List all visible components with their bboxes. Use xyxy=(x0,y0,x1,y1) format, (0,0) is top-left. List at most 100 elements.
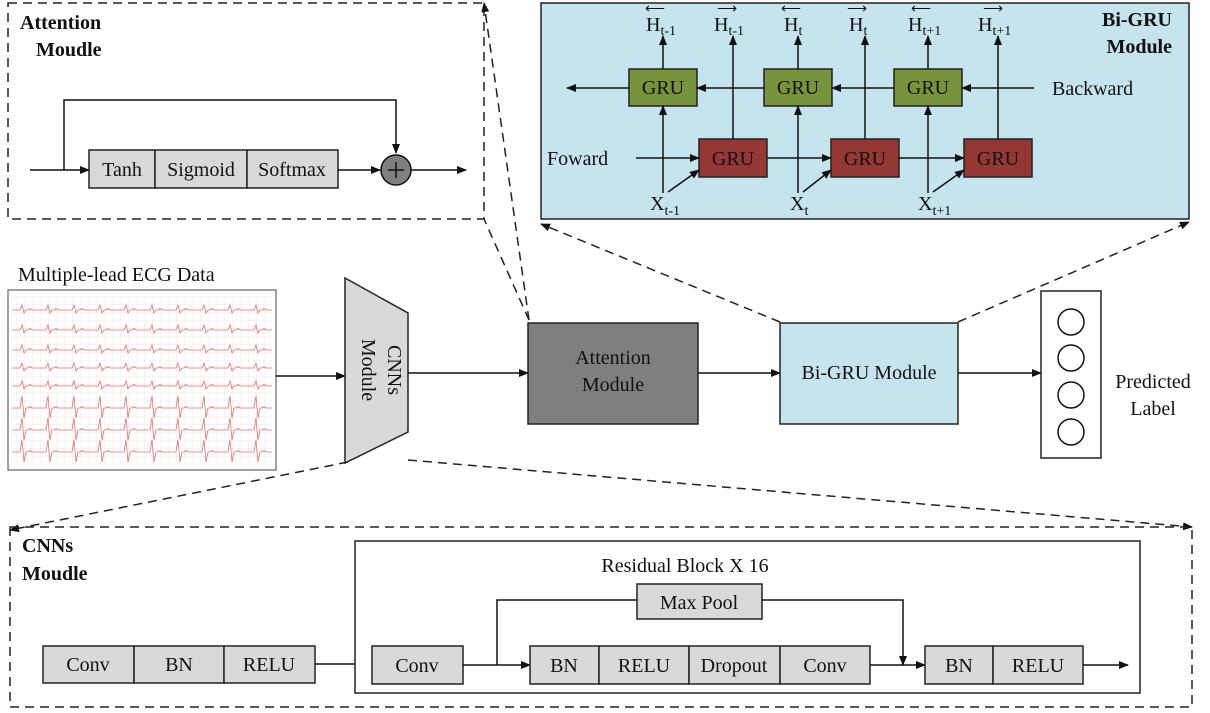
cnn-module-label-line1: CNNs xyxy=(383,345,405,395)
res-bn-label: BN xyxy=(550,655,578,677)
h-label-5: Ht+1 xyxy=(908,14,941,39)
ecg-trace-row xyxy=(12,417,272,441)
h-label-2: Ht-1 xyxy=(714,14,744,39)
forward-gru-row: GRU GRU GRU xyxy=(698,138,1033,178)
stem-relu-label: RELU xyxy=(243,654,296,676)
x-base-2: X xyxy=(790,193,805,215)
attention-zoom-line-left xyxy=(483,218,530,321)
h-base-5: H xyxy=(908,14,922,36)
input-labels: Xt-1 Xt Xt+1 xyxy=(650,193,951,219)
gru-forward-3 xyxy=(963,138,1033,178)
h-label-6: Ht+1 xyxy=(978,14,1011,39)
ecg-trace-row xyxy=(12,395,272,419)
output-node-3 xyxy=(1057,381,1085,409)
x-label-2: Xt xyxy=(790,193,808,219)
h-label-3: Ht xyxy=(784,14,802,39)
bigru-module-label: Bi-GRU Module xyxy=(802,362,937,384)
input1-to-forward xyxy=(667,169,700,193)
h-arrow-3: ⟵ xyxy=(781,2,801,17)
h-sub-1: t-1 xyxy=(660,24,676,39)
tail-bn-box xyxy=(924,645,994,685)
h-arrow-1: ⟵ xyxy=(645,2,665,17)
predicted-label-line2: Label xyxy=(1130,398,1176,420)
gru-backward-1-label: GRU xyxy=(642,77,685,99)
h-base-3: H xyxy=(784,14,798,36)
res-relu-label: RELU xyxy=(618,655,671,677)
attention-module-label-line2: Module xyxy=(582,374,644,396)
h-base-2: H xyxy=(714,14,728,36)
attention-panel-frame xyxy=(7,2,485,220)
predicted-label-line1: Predicted xyxy=(1115,371,1191,393)
bigru-module-box xyxy=(779,322,959,425)
output-node-2 xyxy=(1057,344,1085,372)
h-base-6: H xyxy=(978,14,992,36)
input2-to-forward xyxy=(802,169,832,193)
h-sub-3: t xyxy=(798,24,802,39)
gru-backward-2-label: GRU xyxy=(777,77,820,99)
ecg-trace-row xyxy=(12,379,272,390)
tail-relu-label: RELU xyxy=(1012,655,1065,677)
h-sub-5: t+1 xyxy=(922,24,941,39)
attention-skip-connection xyxy=(63,99,400,170)
ecg-grid xyxy=(12,294,272,466)
res-conv-label: Conv xyxy=(395,655,438,677)
backward-gru-row: GRU GRU GRU xyxy=(628,68,963,107)
predicted-label-vector xyxy=(1040,290,1102,459)
attention-detail-panel: Attention Moudle Tanh Sigmoid Softmax xyxy=(7,2,485,220)
gru-forward-3-label: GRU xyxy=(977,148,1020,170)
output-labels: ⟵ Ht-1 ⟶ Ht-1 ⟵ Ht ⟶ Ht ⟵ Ht+1 ⟶ Ht+1 xyxy=(645,2,1011,39)
ecg-image xyxy=(7,289,277,471)
ecg-trace-row xyxy=(12,323,272,334)
h-sub-6: t+1 xyxy=(992,24,1011,39)
ecg-trace-row xyxy=(12,439,272,463)
res-dropout-label: Dropout xyxy=(701,655,768,677)
res-conv-box xyxy=(371,645,464,685)
cnn-module-label-line2: Module xyxy=(357,339,379,401)
gru-forward-2-label: GRU xyxy=(844,148,887,170)
ecg-trace-row xyxy=(12,343,272,354)
x-label-1: Xt-1 xyxy=(650,193,680,219)
op-label-tanh: Tanh xyxy=(102,159,142,181)
ecg-trace-row xyxy=(12,361,272,372)
gru-backward-3-label: GRU xyxy=(907,77,950,99)
ecg-data-label: Multiple-lead ECG Data xyxy=(18,264,215,286)
cnn-detail-panel: CNNs Moudle Conv BN RELU Residual Block … xyxy=(9,526,1193,708)
maxpool-branch-out xyxy=(762,599,907,666)
op-box-softmax xyxy=(246,149,339,189)
x-label-3: Xt+1 xyxy=(918,193,951,219)
ecg-trace-row xyxy=(12,303,272,314)
h-sub-4: t xyxy=(863,24,867,39)
tail-relu-box xyxy=(992,645,1084,685)
op-label-sigmoid: Sigmoid xyxy=(167,159,235,181)
output-node-4 xyxy=(1057,418,1085,446)
attention-module-box xyxy=(527,322,699,425)
h-base-1: H xyxy=(646,14,660,36)
h-arrow-5: ⟵ xyxy=(911,2,931,17)
h-base-4: H xyxy=(849,14,863,36)
bigru-detail-panel: Bi-GRU Module GRU GRU GRU Backward GRU G… xyxy=(540,2,1190,220)
bigru-zoom-line-right xyxy=(957,221,1190,323)
output-node-1 xyxy=(1057,308,1085,336)
res-conv2-label: Conv xyxy=(803,655,846,677)
cnn-module-trapezoid xyxy=(344,276,409,465)
stem-conv-box xyxy=(42,645,135,684)
cnn-panel-frame xyxy=(9,526,1193,708)
h-sub-2: t-1 xyxy=(728,24,744,39)
h-arrow-4: ⟶ xyxy=(847,2,867,17)
x-sub-2: t xyxy=(804,204,808,219)
maxpool-box xyxy=(636,583,763,620)
stem-bn-box xyxy=(133,645,225,684)
bigru-panel-title-line1: Bi-GRU xyxy=(1102,9,1172,31)
gru-forward-1-label: GRU xyxy=(712,148,755,170)
x-sub-3: t+1 xyxy=(932,204,951,219)
maxpool-branch-in xyxy=(496,599,637,665)
res-relu-box xyxy=(598,645,690,685)
stem-conv-label: Conv xyxy=(66,654,109,676)
attention-module-label-line1: Attention xyxy=(575,347,651,369)
cnn-zoom-line-left xyxy=(9,461,349,533)
forward-label: Foward xyxy=(547,148,608,170)
h-arrow-2: ⟶ xyxy=(717,2,737,17)
input3-to-forward xyxy=(932,169,965,193)
attention-panel-title-line2: Moudle xyxy=(36,39,102,61)
